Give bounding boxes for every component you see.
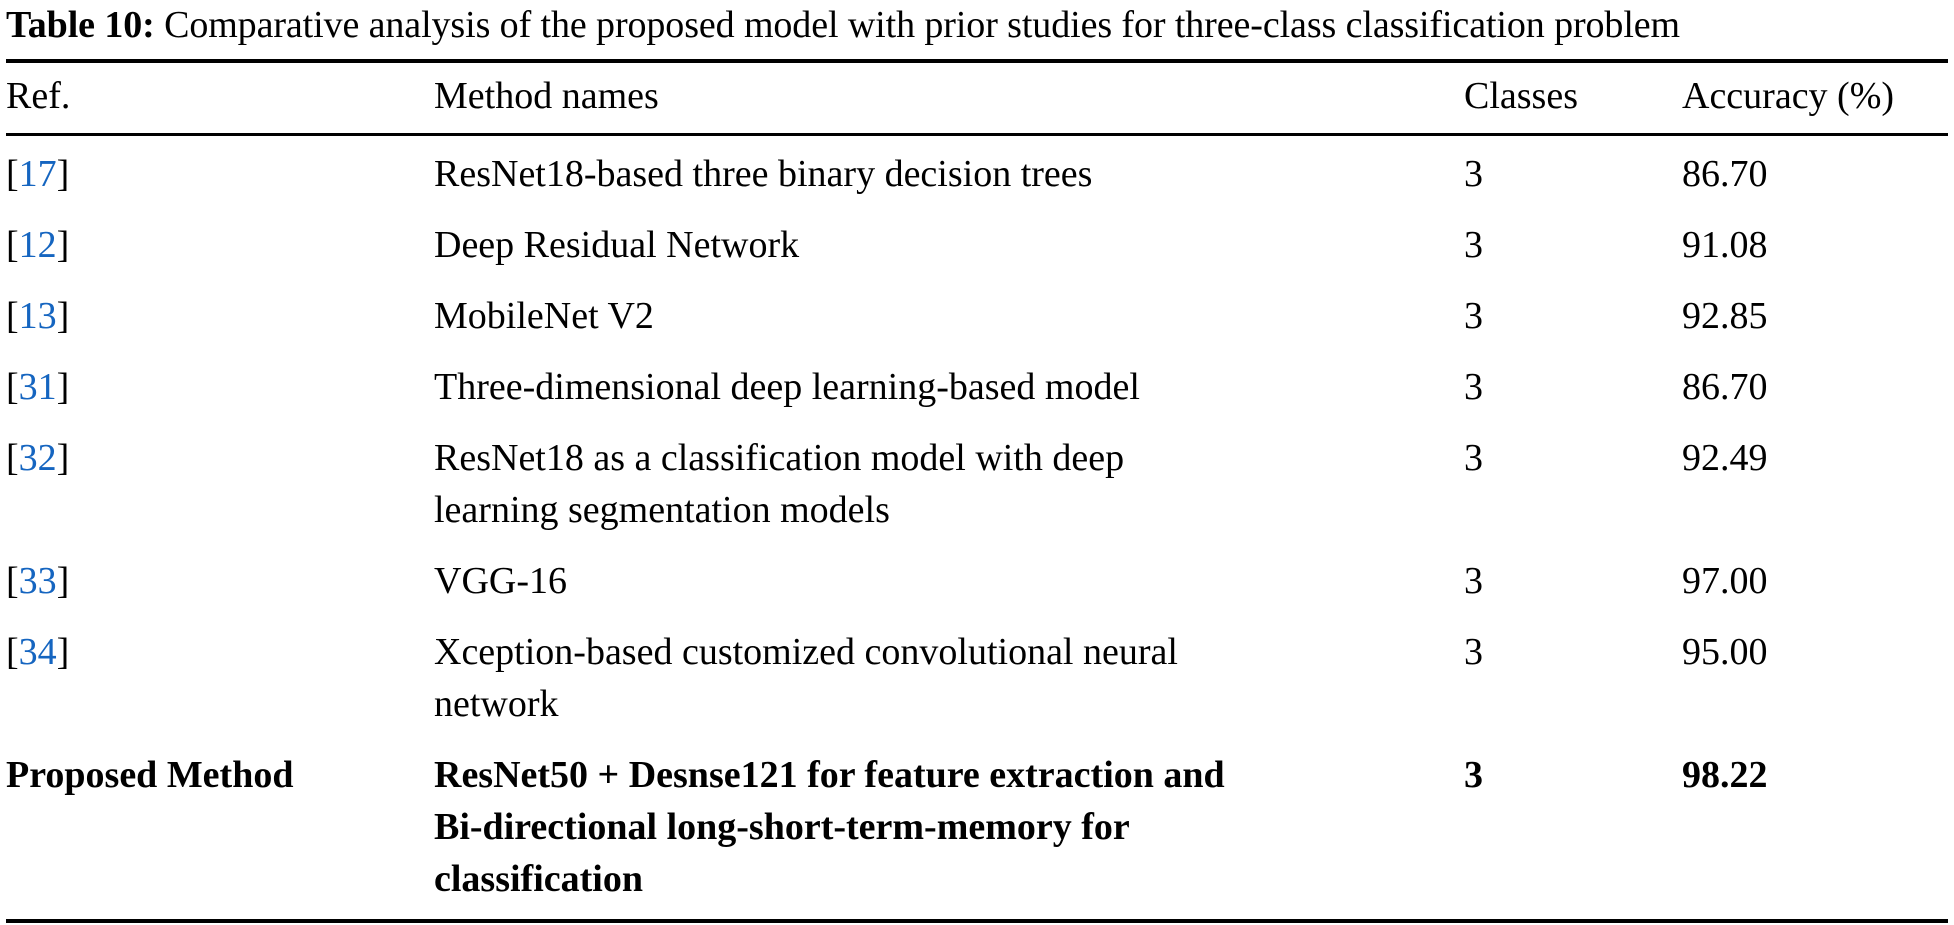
cell-classes: 3: [1464, 224, 1483, 266]
cell-method-name: ResNet50 + Desnse121 for feature extract…: [434, 739, 1464, 919]
cell-method-name: Xception-based customized convolutional …: [434, 616, 1464, 739]
cell-method-name: VGG-16: [434, 545, 1464, 616]
cell-reference: Proposed Method: [6, 739, 434, 919]
reference-bracket-open: [: [6, 153, 19, 195]
column-header-accuracy: Accuracy (%): [1682, 59, 1948, 136]
table-caption: Table 10: Comparative analysis of the pr…: [6, 0, 1948, 49]
cell-method-name: Deep Residual Network: [434, 209, 1464, 280]
method-line: network: [434, 683, 559, 725]
cell-reference: [17]: [6, 135, 434, 210]
cell-accuracy: 98.22: [1682, 754, 1768, 796]
table-body: [17]ResNet18-based three binary decision…: [6, 135, 1948, 920]
table-bottom-rule: [6, 919, 1948, 923]
table-row: [34]Xception-based customized convolutio…: [6, 616, 1948, 739]
column-header-ref: Ref.: [6, 59, 434, 136]
cell-accuracy: 95.00: [1682, 631, 1768, 673]
reference-bracket-open: [: [6, 366, 19, 408]
reference-link[interactable]: 31: [18, 366, 57, 408]
method-line: ResNet50 + Desnse121 for feature extract…: [434, 754, 1225, 796]
method-line: MobileNet V2: [434, 295, 654, 337]
cell-classes: 3: [1464, 437, 1483, 479]
cell-method-name: MobileNet V2: [434, 280, 1464, 351]
method-line: VGG-16: [434, 560, 567, 602]
table-caption-label: Table 10:: [6, 4, 155, 46]
reference-bracket-close: ]: [56, 153, 70, 195]
method-line: ResNet18 as a classification model with …: [434, 437, 1125, 479]
table-row: [31]Three-dimensional deep learning-base…: [6, 351, 1948, 422]
comparative-analysis-table: Ref. Method names Classes Accuracy (%) […: [6, 59, 1948, 919]
method-line: learning segmentation models: [434, 489, 890, 531]
cell-classes: 3: [1464, 560, 1483, 602]
reference-bracket-close: ]: [56, 437, 70, 479]
reference-bracket-open: [: [6, 295, 19, 337]
reference-bracket-close: ]: [56, 366, 70, 408]
column-header-classes: Classes: [1464, 59, 1682, 136]
table-row: [32]ResNet18 as a classification model w…: [6, 422, 1948, 545]
cell-reference: [32]: [6, 422, 434, 545]
cell-accuracy: 86.70: [1682, 366, 1768, 408]
method-line: Bi-directional long-short-term-memory fo…: [434, 806, 1130, 848]
cell-accuracy: 86.70: [1682, 153, 1768, 195]
table-row: Proposed Method ResNet50 + Desnse121 for …: [6, 739, 1948, 919]
reference-bracket-close: ]: [56, 631, 70, 673]
method-line: classification: [434, 858, 643, 900]
reference-link[interactable]: 34: [18, 631, 57, 673]
cell-method-name: Three-dimensional deep learning-based mo…: [434, 351, 1464, 422]
reference-link[interactable]: 33: [18, 560, 57, 602]
method-line: ResNet18-based three binary decision tre…: [434, 153, 1093, 195]
cell-reference: [34]: [6, 616, 434, 739]
cell-accuracy: 92.49: [1682, 437, 1768, 479]
cell-method-name: ResNet18 as a classification model with …: [434, 422, 1464, 545]
cell-accuracy: 91.08: [1682, 224, 1768, 266]
table-row: [17]ResNet18-based three binary decision…: [6, 135, 1948, 210]
cell-reference: [33]: [6, 545, 434, 616]
reference-bracket-close: ]: [56, 560, 70, 602]
cell-classes: 3: [1464, 631, 1483, 673]
cell-method-name: ResNet18-based three binary decision tre…: [434, 135, 1464, 210]
cell-accuracy: 92.85: [1682, 295, 1768, 337]
cell-reference: [31]: [6, 351, 434, 422]
reference-bracket-open: [: [6, 224, 19, 266]
cell-reference: [12]: [6, 209, 434, 280]
cell-classes: 3: [1464, 366, 1483, 408]
cell-classes: 3: [1464, 153, 1483, 195]
column-header-method: Method names: [434, 59, 1464, 136]
table-caption-text: Comparative analysis of the proposed mod…: [154, 4, 1681, 46]
table-container: Ref. Method names Classes Accuracy (%) […: [6, 59, 1948, 923]
table-head: Ref. Method names Classes Accuracy (%): [6, 59, 1948, 136]
reference-bracket-close: ]: [56, 295, 70, 337]
reference-bracket-open: [: [6, 631, 19, 673]
method-line: Three-dimensional deep learning-based mo…: [434, 366, 1140, 408]
table-header-row: Ref. Method names Classes Accuracy (%): [6, 59, 1948, 136]
cell-reference: [13]: [6, 280, 434, 351]
reference-link[interactable]: 12: [18, 224, 57, 266]
reference-link[interactable]: 13: [18, 295, 57, 337]
reference-label: Proposed Method: [6, 754, 294, 796]
cell-accuracy: 97.00: [1682, 560, 1768, 602]
reference-link[interactable]: 17: [18, 153, 57, 195]
cell-classes: 3: [1464, 295, 1483, 337]
method-line: Xception-based customized convolutional …: [434, 631, 1178, 673]
reference-bracket-open: [: [6, 560, 19, 602]
cell-classes: 3: [1464, 754, 1483, 796]
reference-bracket-open: [: [6, 437, 19, 479]
method-line: Deep Residual Network: [434, 224, 800, 266]
reference-bracket-close: ]: [56, 224, 70, 266]
reference-link[interactable]: 32: [18, 437, 57, 479]
